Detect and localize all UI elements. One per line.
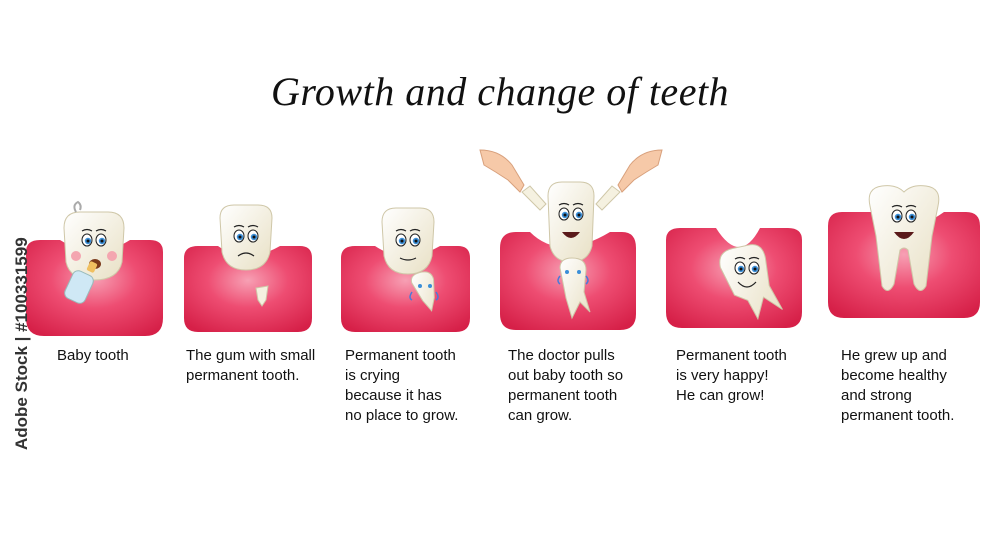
- stage-4-doctor-hands: [479, 149, 663, 193]
- caption-grown-tooth: He grew up and become healthy and strong…: [841, 347, 955, 424]
- caption-doctor-pulls: The doctor pulls out baby tooth so perma…: [508, 347, 624, 424]
- stock-id-label: Adobe Stock | #100331599: [12, 237, 31, 450]
- caption-happy-tooth: Permanent tooth is very happy! He can gr…: [676, 347, 787, 404]
- caption-baby-tooth: Baby tooth: [57, 347, 129, 364]
- caption-crying-tooth: Permanent tooth is crying because it has…: [345, 347, 459, 424]
- stage-1-gum: [26, 240, 163, 336]
- stage-3-crying-tooth: [409, 271, 439, 312]
- stage-3-baby-tooth: [381, 207, 435, 275]
- stage-4-baby-tooth: [521, 181, 621, 263]
- stage-6-gum: [828, 212, 980, 318]
- stage-1-baby-tooth: [63, 200, 125, 304]
- diagram-title: Growth and change of teeth: [270, 69, 730, 114]
- stage-3-gum: [341, 246, 470, 332]
- stage-2-baby-tooth: [219, 204, 273, 271]
- caption-gum-small-tooth: The gum with small permanent tooth.: [186, 347, 316, 384]
- stage-2-gum: [184, 246, 312, 332]
- stage-6-grown-tooth: [868, 185, 940, 291]
- stage-4-crying-tooth: [557, 257, 591, 320]
- stage-2-small-permanent-tooth: [255, 285, 269, 307]
- stage-5-permanent-tooth: [719, 244, 783, 321]
